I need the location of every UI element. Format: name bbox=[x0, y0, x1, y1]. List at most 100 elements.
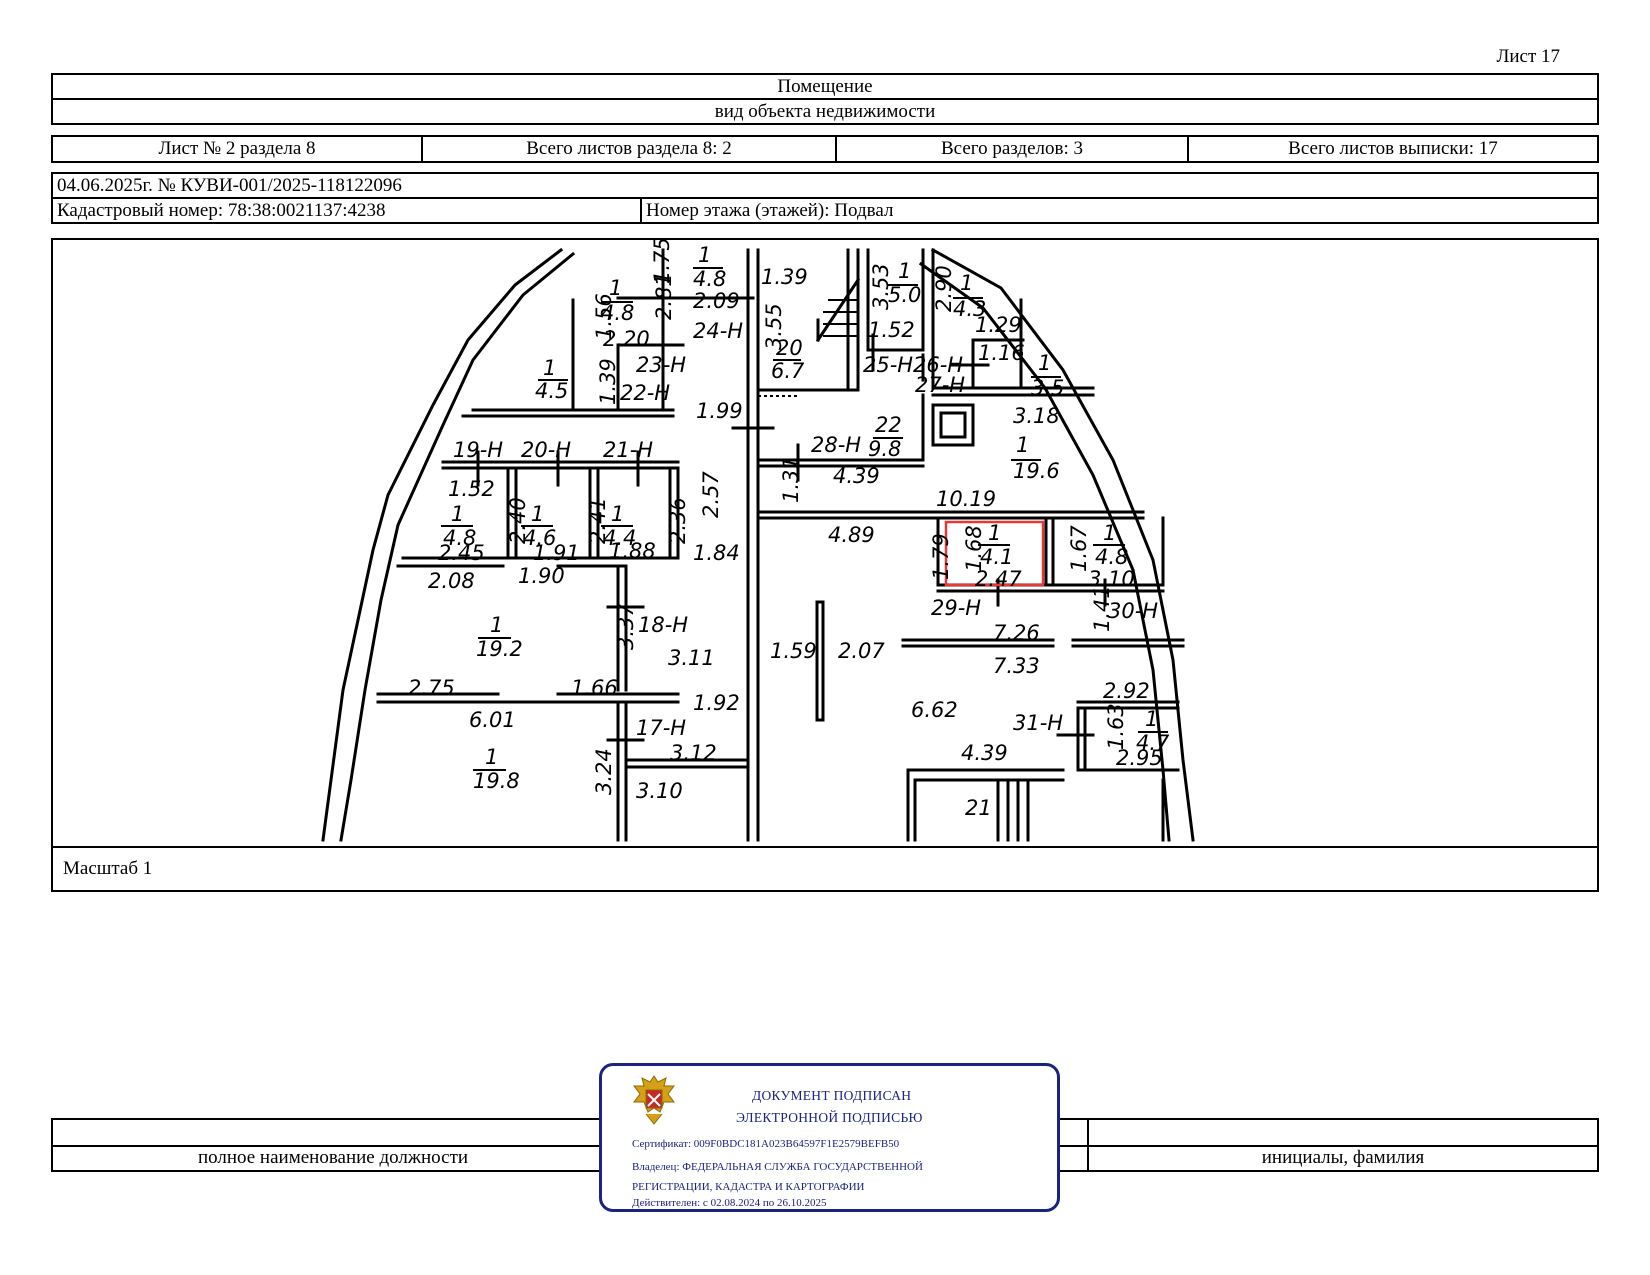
room-number: 25-Н bbox=[863, 353, 913, 377]
sheet-info-row: Лист № 2 раздела 8 Всего листов раздела … bbox=[51, 135, 1599, 163]
area-label: 5.0 bbox=[888, 283, 921, 307]
room-number: 30-Н bbox=[1108, 599, 1158, 623]
stamp-line1: ДОКУМЕНТ ПОДПИСАН bbox=[752, 1088, 912, 1103]
room-number: 23-Н bbox=[636, 353, 686, 377]
area-label: 4.8 bbox=[601, 301, 634, 325]
dim-label: 1.56 bbox=[592, 293, 616, 340]
dim-label: 3.55 bbox=[762, 303, 786, 350]
dim-label: 1 bbox=[485, 745, 498, 769]
dim-label: 1.84 bbox=[693, 541, 740, 565]
area-label: 19.2 bbox=[476, 637, 523, 661]
dim-label: 1.39 bbox=[761, 265, 808, 289]
dim-label: 6.01 bbox=[469, 708, 516, 732]
dim-label: 1.29 bbox=[975, 313, 1022, 337]
area-label: 4.1 bbox=[980, 545, 1013, 569]
dim-label: 2.47 bbox=[975, 567, 1022, 591]
floor-number: Номер этажа (этажей): Подвал bbox=[640, 199, 1597, 222]
dim-label: 1.67 bbox=[1067, 525, 1091, 572]
room-number: 21-Н bbox=[603, 438, 653, 462]
dim-label: 1.31 bbox=[779, 456, 803, 503]
floor-plan-drawing: 1.75 1 4.8 1.39 3.53 1 5.0 2.90 1 4.3 1 … bbox=[321, 240, 1195, 842]
room-number: 28-Н bbox=[811, 433, 861, 457]
dim-label: 3.12 bbox=[670, 741, 717, 765]
dim-label: 1 bbox=[1038, 351, 1051, 375]
room-number: 20-Н bbox=[521, 438, 571, 462]
dim-label: 3.11 bbox=[668, 646, 715, 670]
area-label: 4.3 bbox=[953, 297, 986, 321]
dim-label: 1.59 bbox=[770, 639, 817, 663]
dim-label: 1 bbox=[609, 276, 622, 300]
dim-label: 2.08 bbox=[428, 569, 475, 593]
dim-label: 10.19 bbox=[936, 487, 996, 511]
area-label: 3.5 bbox=[1031, 376, 1064, 400]
dim-label: 4.39 bbox=[961, 741, 1008, 765]
dim-label: 1 bbox=[451, 502, 464, 526]
cadastral-row: Кадастровый номер: 78:38:0021137:4238 Но… bbox=[51, 197, 1599, 224]
dim-label: 7.26 bbox=[993, 621, 1040, 645]
dim-label: 1 bbox=[898, 259, 911, 283]
room-number: 18-Н bbox=[638, 613, 688, 637]
dim-label: 1.99 bbox=[696, 399, 743, 423]
total-sheets-extract: Всего листов выписки: 17 bbox=[1187, 137, 1597, 161]
dim-label: 2.09 bbox=[693, 289, 740, 313]
highlighted-room bbox=[944, 520, 1045, 587]
dim-label: 1.79 bbox=[929, 533, 953, 580]
dim-label: 1 bbox=[1103, 521, 1116, 545]
sheet-of-section: Лист № 2 раздела 8 bbox=[158, 138, 316, 159]
dim-label: 1 bbox=[490, 613, 503, 637]
dim-label: 1.63 bbox=[1104, 703, 1128, 750]
area-label: 9.8 bbox=[868, 437, 901, 461]
dim-label: 1.66 bbox=[571, 676, 618, 700]
object-type-caption: вид объекта недвижимости bbox=[714, 100, 936, 122]
area-label: 6.7 bbox=[771, 359, 805, 383]
dim-label: 1 bbox=[988, 521, 1001, 545]
dim-label: 1.52 bbox=[868, 318, 915, 342]
dim-label: 1.88 bbox=[609, 539, 656, 563]
dim-label: 2.40 bbox=[506, 497, 530, 544]
electronic-signature-stamp: ДОКУМЕНТ ПОДПИСАН ЭЛЕКТРОННОЙ ПОДПИСЬЮ С… bbox=[599, 1063, 1060, 1212]
dim-label: 1.52 bbox=[448, 477, 495, 501]
name-caption: инициалы, фамилия bbox=[1261, 1147, 1425, 1168]
area-label: 4.6 bbox=[523, 526, 556, 550]
dim-label: 7.33 bbox=[993, 654, 1040, 678]
coat-of-arms-icon bbox=[633, 1075, 675, 1125]
area-label: 4.7 bbox=[1136, 731, 1170, 755]
room-number: 27-Н bbox=[915, 373, 965, 397]
area-label: 4.8 bbox=[693, 267, 726, 291]
dim-label: 21 bbox=[965, 796, 992, 820]
room-number: 22-Н bbox=[620, 381, 670, 405]
dim-label: 1.90 bbox=[518, 564, 565, 588]
record-date-number: 04.06.2025г. № КУВИ-001/2025-118122096 bbox=[57, 174, 402, 196]
cadastral-number: Кадастровый номер: 78:38:0021137:4238 bbox=[57, 199, 386, 221]
room-number: 17-Н bbox=[636, 716, 686, 740]
dim-label: 22 bbox=[875, 413, 902, 437]
floor-plan-frame: 1.75 1 4.8 1.39 3.53 1 5.0 2.90 1 4.3 1 … bbox=[51, 238, 1599, 892]
dim-label: 4.39 bbox=[833, 464, 880, 488]
dim-label: 3.10 bbox=[1088, 567, 1135, 591]
area-label: 19.6 bbox=[1013, 459, 1060, 483]
dim-label: 3.37 bbox=[614, 603, 638, 650]
stamp-certificate: Сертификат: 009F0BDC181A023B64597F1E2579… bbox=[632, 1138, 900, 1150]
dim-label: 1 bbox=[960, 271, 973, 295]
dim-label: 1 bbox=[1145, 707, 1158, 731]
sheet-number: Лист 17 bbox=[1496, 46, 1560, 67]
scale-label: Масштаб 1 bbox=[63, 858, 153, 879]
area-label: 4.5 bbox=[535, 379, 568, 403]
dim-label: 1.41 bbox=[1090, 585, 1114, 632]
area-label: 4.8 bbox=[443, 526, 476, 550]
room-number: 24-Н bbox=[693, 319, 743, 343]
stamp-owner2: РЕГИСТРАЦИИ, КАДАСТРА И КАРТОГРАФИИ bbox=[632, 1181, 865, 1193]
room-number: 31-Н bbox=[1013, 711, 1063, 735]
object-type-caption-row: вид объекта недвижимости bbox=[51, 98, 1599, 125]
dim-label: 2.95 bbox=[1116, 746, 1163, 770]
stamp-line2: ЭЛЕКТРОННОЙ ПОДПИСЬЮ bbox=[736, 1110, 923, 1125]
object-type-row: Помещение bbox=[51, 73, 1599, 100]
dim-label: 1.75 bbox=[650, 240, 674, 284]
dim-label: 2.45 bbox=[438, 541, 485, 565]
dim-label: 1.39 bbox=[596, 358, 620, 405]
room-number: 19-Н bbox=[453, 438, 503, 462]
dim-label: 20 bbox=[776, 336, 803, 360]
dim-label: 4.89 bbox=[828, 523, 875, 547]
position-caption: полное наименование должности bbox=[197, 1147, 469, 1168]
dim-label: 2.07 bbox=[838, 639, 885, 663]
